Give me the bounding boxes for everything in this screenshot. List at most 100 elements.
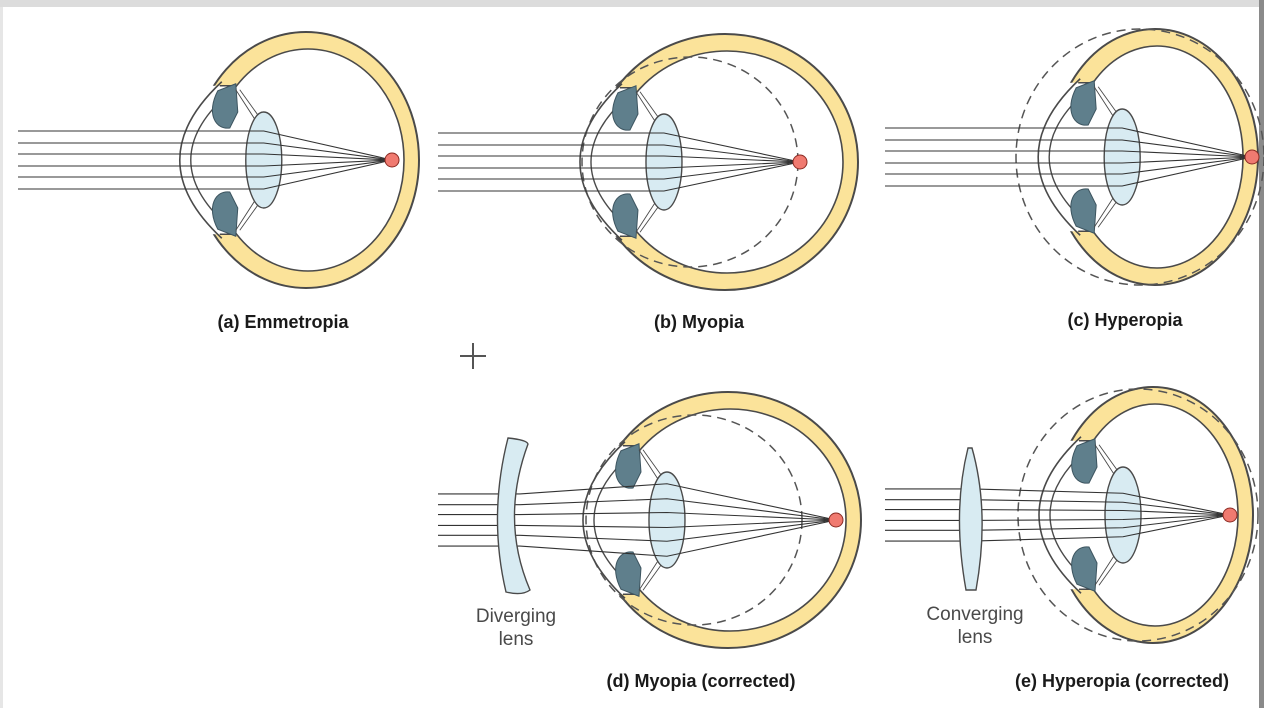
window-right-strip (1259, 0, 1264, 708)
ray-1 (885, 139, 1253, 158)
ray-2 (438, 511, 837, 521)
ray-0 (885, 488, 1231, 516)
crystalline-lens (245, 111, 283, 209)
ray-5 (438, 519, 837, 557)
ray-2 (885, 150, 1253, 158)
ray-1 (885, 499, 1231, 516)
ray-3 (18, 159, 393, 167)
ray-0 (18, 130, 393, 161)
iris-lower (615, 551, 642, 597)
ray-2 (438, 155, 801, 163)
iris-lower (612, 193, 639, 239)
eye-diagram-hyperopia (885, 28, 1264, 286)
diverging-lens-label-line1: Diverging (475, 606, 557, 627)
crystalline-lens (1103, 108, 1141, 206)
crystalline-lens (648, 471, 686, 569)
ray-4 (438, 161, 801, 180)
diverging-lens-label: Diverging lens (476, 605, 556, 651)
light-rays (438, 132, 801, 192)
ray-1 (438, 144, 801, 163)
light-rays (885, 127, 1253, 187)
ray-2 (18, 153, 393, 161)
focal-point-icon (1222, 507, 1238, 523)
ray-2 (885, 509, 1231, 516)
iris-lower (1071, 546, 1098, 592)
cornea-inner (190, 95, 227, 225)
ray-4 (18, 159, 393, 178)
converging-lens-icon (958, 447, 983, 591)
focal-point-icon (792, 154, 808, 170)
ray-3 (885, 156, 1253, 164)
retina-inner (1071, 403, 1239, 627)
ray-4 (438, 519, 837, 542)
retina-inner (1070, 45, 1244, 269)
diverging-lens-icon (496, 437, 531, 595)
ray-3 (438, 519, 837, 529)
window-left-strip (0, 7, 3, 708)
cornea-outer (1037, 78, 1081, 236)
cornea-outer (179, 81, 223, 239)
converging-lens-label: Converging lens (926, 603, 1023, 649)
caption-hyperopia-corrected: (e) Hyperopia (corrected) (1014, 671, 1230, 691)
retina-inner (211, 48, 405, 272)
ray-4 (885, 156, 1253, 175)
dashed-retina-outline (1017, 388, 1259, 642)
crystalline-lens (645, 113, 683, 211)
light-rays (438, 483, 837, 557)
dashed-retina-outline (1015, 28, 1264, 286)
caption-myopia-corrected: (d) Myopia (corrected) (606, 671, 796, 691)
plus-crosshair-icon (460, 343, 486, 369)
ray-5 (885, 156, 1253, 187)
focal-point-icon (1244, 149, 1260, 165)
eye-diagram-emmetropia (18, 31, 420, 289)
iris-upper (615, 443, 642, 489)
cornea-outer (579, 83, 623, 241)
ray-5 (18, 159, 393, 190)
dashed-retina-outline (585, 414, 803, 626)
zonule-fibers (635, 91, 667, 233)
cornea-inner (593, 455, 630, 585)
ray-3 (885, 514, 1231, 521)
light-rays (885, 488, 1231, 542)
ray-3 (438, 161, 801, 169)
zonule-fibers (638, 449, 670, 591)
eye-diagram-myopia (438, 33, 859, 291)
ray-0 (438, 483, 837, 521)
caption-emmetropia: (a) Emmetropia (217, 312, 349, 332)
eye-diagram-myopia-corrected (438, 391, 862, 649)
iris-upper (212, 83, 239, 129)
converging-lens-label-line1: Converging (926, 604, 1024, 625)
cornea-outer (582, 441, 626, 599)
light-rays (18, 130, 393, 190)
ray-5 (438, 161, 801, 192)
converging-lens-label-line2: lens (957, 627, 993, 648)
focal-point-icon (828, 512, 844, 528)
diverging-lens-label-line2: lens (498, 629, 534, 650)
caption-hyperopia: (c) Hyperopia (1067, 310, 1183, 330)
window-top-strip (0, 0, 1264, 7)
ray-1 (18, 142, 393, 161)
zonule-fibers (1093, 86, 1125, 228)
ray-0 (885, 127, 1253, 158)
ray-1 (438, 498, 837, 521)
iris-lower (212, 191, 239, 237)
cornea-inner (1049, 450, 1086, 580)
iris-upper (612, 85, 639, 131)
iris-lower (1070, 188, 1097, 234)
zonule-fibers (1094, 444, 1126, 586)
iris-upper (1070, 80, 1097, 126)
ray-4 (885, 514, 1231, 531)
zonule-fibers (235, 89, 267, 231)
eye-diagram-hyperopia-corrected (885, 386, 1259, 644)
cornea-inner (1048, 92, 1085, 222)
caption-myopia: (b) Myopia (654, 312, 744, 332)
ray-5 (885, 514, 1231, 542)
focal-point-icon (384, 152, 400, 168)
cornea-outer (1038, 436, 1082, 594)
crystalline-lens (1104, 466, 1142, 564)
cornea-inner (590, 97, 627, 227)
ray-0 (438, 132, 801, 163)
iris-upper (1071, 438, 1098, 484)
